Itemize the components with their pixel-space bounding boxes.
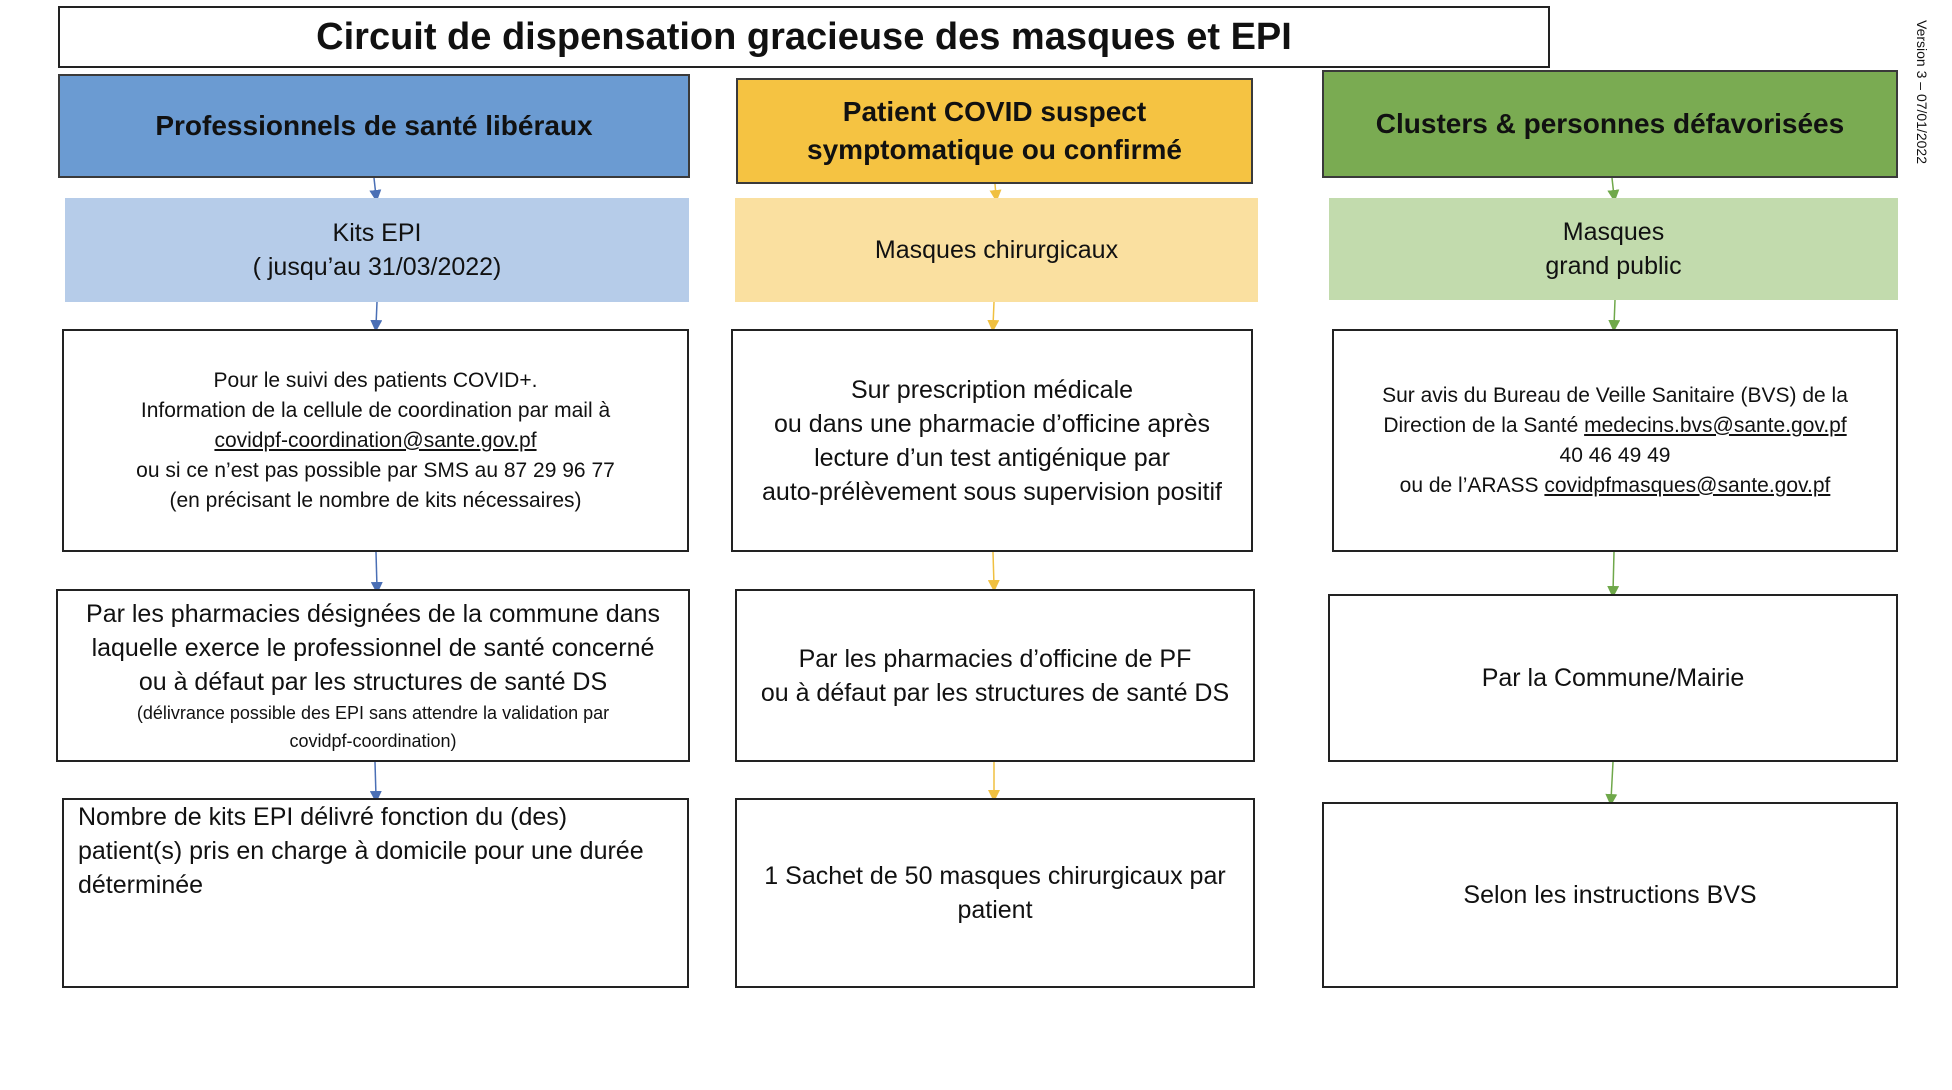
- bvs-email-link[interactable]: medecins.bvs@sante.gov.pf: [1584, 413, 1847, 437]
- step2-patient-line2: ou à défaut par les structures de santé …: [760, 678, 1230, 707]
- step3-patient-line2: patient: [957, 896, 1033, 924]
- header-professionnels: Professionnels de santé libéraux: [58, 74, 690, 178]
- category-kits-epi-line2: ( jusqu’au 31/03/2022): [252, 253, 502, 281]
- arrow-green-2: [1608, 299, 1621, 332]
- step1-clusters: Sur avis du Bureau de Veille Sanitaire (…: [1332, 329, 1898, 552]
- arrow-blue-1: [369, 177, 382, 202]
- category-grand-public-line2: grand public: [1545, 252, 1682, 280]
- step2-patient: Par les pharmacies d’officine de PF ou à…: [735, 589, 1255, 762]
- step3-patient: 1 Sachet de 50 masques chirurgicaux par …: [735, 798, 1255, 988]
- bvs-phone: 40 46 49 49: [1559, 443, 1671, 467]
- arrow-blue-2: [370, 301, 383, 332]
- step1-patient-line1: Sur prescription médicale: [850, 375, 1134, 404]
- step2-clusters: Par la Commune/Mairie: [1328, 594, 1898, 762]
- step2-prof-line1: Par les pharmacies désignées de la commu…: [86, 599, 660, 628]
- header-patient-covid: Patient COVID suspect symptomatique ou c…: [736, 78, 1253, 184]
- header-patient-line2: symptomatique ou confirmé: [807, 134, 1182, 165]
- arrow-yellow-1: [989, 183, 1002, 202]
- step1-patient-line3: lecture d’un test antigénique par: [814, 443, 1170, 472]
- step3-clusters-text: Selon les instructions BVS: [1463, 881, 1757, 909]
- arrow-green-1: [1607, 177, 1620, 202]
- arrow-yellow-3: [987, 551, 1000, 592]
- step2-patient-line1: Par les pharmacies d’officine de PF: [798, 644, 1192, 673]
- step1-patient-line2: ou dans une pharmacie d’officine après: [774, 409, 1210, 438]
- step1-prof-line1: Pour le suivi des patients COVID+.: [213, 368, 538, 392]
- coordination-email-link[interactable]: covidpf-coordination@sante.gov.pf: [214, 428, 537, 452]
- step3-clusters: Selon les instructions BVS: [1322, 802, 1898, 988]
- arrow-blue-4: [369, 761, 382, 803]
- step3-professionnels: Nombre de kits EPI délivré fonction du (…: [62, 798, 689, 988]
- step2-prof-note1: (délivrance possible des EPI sans attend…: [136, 702, 610, 723]
- step2-professionnels: Par les pharmacies désignées de la commu…: [56, 589, 690, 762]
- category-kits-epi: Kits EPI ( jusqu’au 31/03/2022): [65, 198, 689, 302]
- arrow-yellow-2: [987, 301, 1000, 332]
- step1-clusters-line4: ou de l’ARASS covidpfmasques@sante.gov.p…: [1400, 471, 1831, 501]
- step2-prof-note2: covidpf-coordination): [289, 730, 457, 751]
- step1-patient: Sur prescription médicale ou dans une ph…: [731, 329, 1253, 552]
- step1-professionnels: Pour le suivi des patients COVID+. Infor…: [62, 329, 689, 552]
- header-clusters-text: Clusters & personnes défavorisées: [1375, 108, 1845, 139]
- category-kits-epi-line1: Kits EPI: [332, 219, 422, 247]
- step3-prof-line3: déterminée: [78, 871, 204, 899]
- category-masques-grand-public: Masques grand public: [1329, 198, 1898, 300]
- step1-clusters-line2-prefix: Direction de la Santé: [1383, 413, 1585, 437]
- header-professionnels-text: Professionnels de santé libéraux: [155, 110, 593, 141]
- step1-prof-line2: Information de la cellule de coordinatio…: [140, 398, 611, 422]
- step1-patient-line4: auto-prélèvement sous supervision positi…: [762, 477, 1222, 506]
- arrow-blue-3: [370, 551, 383, 594]
- step2-prof-line2: laquelle exerce le professionnel de sant…: [91, 633, 655, 662]
- header-patient-line1: Patient COVID suspect: [842, 96, 1147, 127]
- arrow-green-3: [1607, 551, 1620, 598]
- step2-clusters-text: Par la Commune/Mairie: [1481, 664, 1745, 692]
- step1-prof-line5: (en précisant le nombre de kits nécessai…: [169, 488, 582, 512]
- step3-patient-line1: 1 Sachet de 50 masques chirurgicaux par: [764, 862, 1226, 890]
- arass-email-link[interactable]: covidpfmasques@sante.gov.pf: [1544, 473, 1831, 497]
- step3-prof-line1: Nombre de kits EPI délivré fonction du (…: [78, 803, 568, 831]
- category-grand-public-line1: Masques: [1562, 218, 1665, 246]
- step1-clusters-line2: Direction de la Santé medecins.bvs@sante…: [1383, 411, 1846, 441]
- arrow-green-4: [1605, 761, 1618, 806]
- step1-prof-line4: ou si ce n’est pas possible par SMS au 8…: [136, 458, 615, 482]
- step1-clusters-line1: Sur avis du Bureau de Veille Sanitaire (…: [1382, 383, 1848, 407]
- category-masques-chirurgicaux: Masques chirurgicaux: [735, 198, 1258, 302]
- title-text: Circuit de dispensation gracieuse des ma…: [316, 15, 1292, 58]
- step1-clusters-line4-prefix: ou de l’ARASS: [1399, 473, 1545, 497]
- step2-prof-line3: ou à défaut par les structures de santé …: [138, 667, 608, 696]
- header-clusters: Clusters & personnes défavorisées: [1322, 70, 1898, 178]
- step3-prof-line2: patient(s) pris en charge à domicile pou…: [78, 837, 644, 865]
- category-masques-chirurgicaux-text: Masques chirurgicaux: [874, 236, 1119, 264]
- page-title: Circuit de dispensation gracieuse des ma…: [58, 6, 1550, 68]
